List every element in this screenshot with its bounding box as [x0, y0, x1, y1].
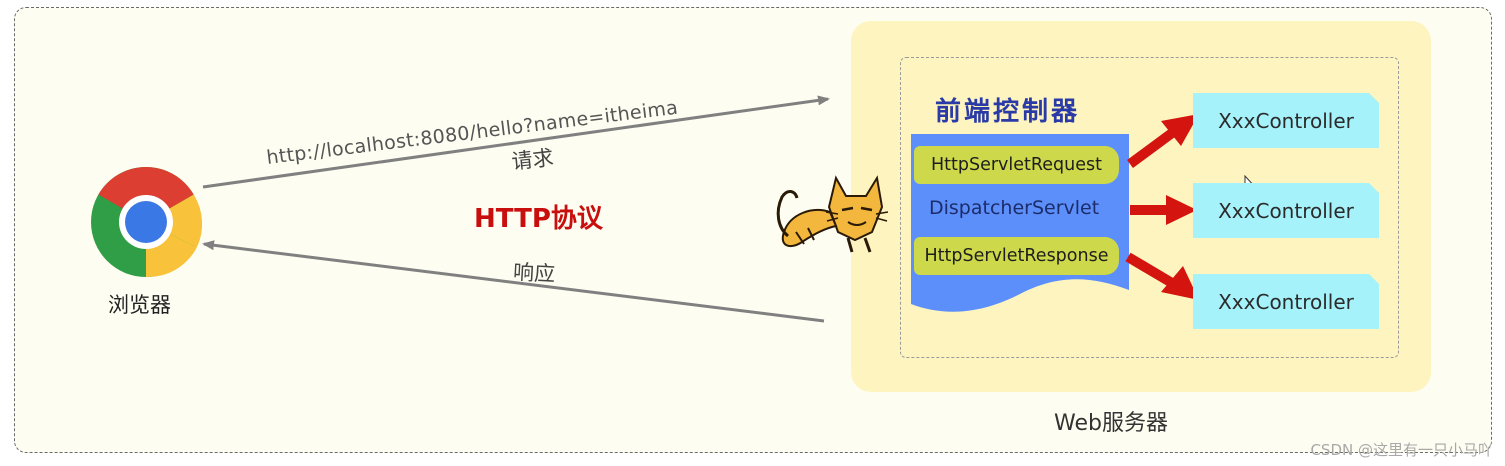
dispatch-arrow-3 [1125, 252, 1199, 300]
dispatch-arrow-2 [1130, 195, 1197, 225]
response-arrow [202, 240, 825, 323]
front-controller-region [900, 57, 1399, 358]
request-label: 请求 [510, 145, 555, 174]
request-arrow [202, 95, 830, 189]
http-servlet-request-box: HttpServletRequest [914, 146, 1119, 184]
controller-box-3: XxxController [1193, 274, 1379, 329]
chrome-icon [91, 167, 203, 278]
response-label: 响应 [512, 259, 556, 287]
http-servlet-response-box: HttpServletResponse [914, 237, 1119, 275]
dispatcher-servlet-label: DispatcherServlet [929, 197, 1100, 219]
front-controller-title: 前端控制器 [935, 97, 1081, 127]
watermark: CSDN @这里有一只小马吖 [1310, 441, 1493, 459]
protocol-label: HTTP协议 [474, 204, 603, 234]
dispatch-arrow-1 [1127, 114, 1199, 169]
tomcat-icon [776, 175, 889, 253]
web-server-label: Web服务器 [1054, 411, 1168, 436]
controller-box-2: XxxController [1193, 183, 1379, 238]
browser-label: 浏览器 [108, 293, 171, 317]
controller-box-1: XxxController [1193, 93, 1379, 148]
